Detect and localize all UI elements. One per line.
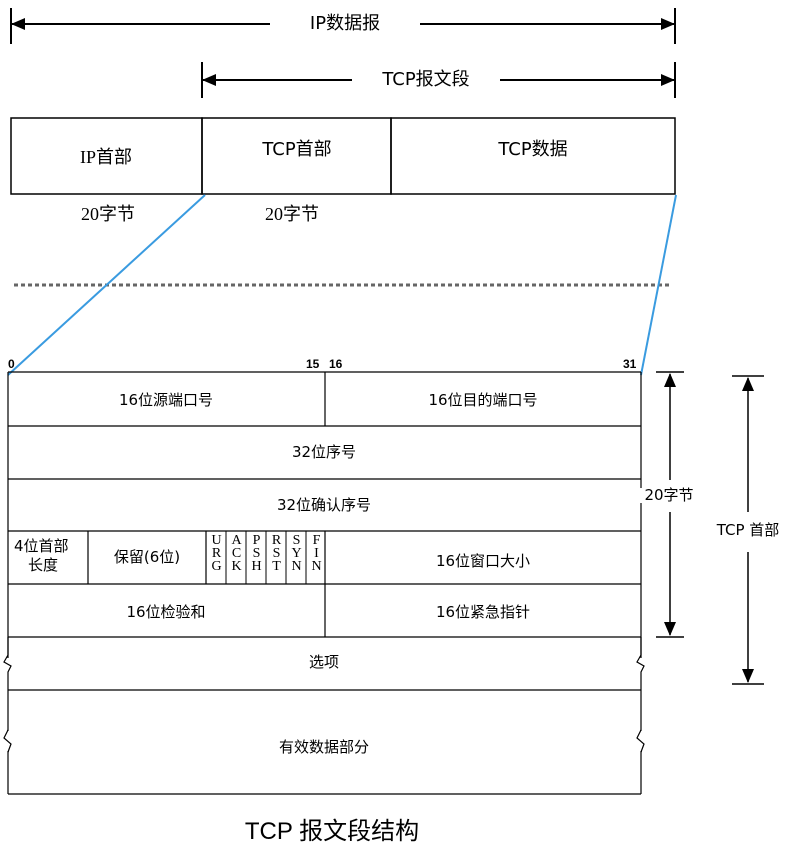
tcp-header-label: TCP首部 (262, 139, 332, 160)
header-length-line2: 长度 (28, 556, 59, 574)
ip-header-label: IP首部 (79, 147, 133, 167)
options-left-break (3, 637, 12, 794)
options-right-break (636, 637, 645, 794)
src-port-field: 16位源端口号 (118, 391, 214, 409)
urgent-pointer-field: 16位紧急指针 (435, 603, 531, 621)
bit-15-label: 15 (306, 357, 320, 371)
dst-port-field: 16位目的端口号 (428, 391, 538, 409)
ack-number-field: 32位确认序号 (276, 496, 372, 514)
bit-16-label: 16 (329, 357, 343, 371)
sequence-number-field: 32位序号 (291, 443, 357, 461)
zoom-line-right (640, 194, 677, 376)
tcp-header-size: 20字节 (265, 204, 319, 224)
zoom-line-left (7, 194, 206, 376)
options-field: 选项 (308, 653, 340, 671)
tcp-segment-label: TCP报文段 (382, 69, 470, 90)
tcp-data-label: TCP数据 (498, 139, 568, 160)
tcp-header-span-label: TCP 首部 (710, 523, 786, 538)
window-size-field: 16位窗口大小 (435, 552, 531, 570)
payload-field: 有效数据部分 (278, 738, 370, 756)
diagram-caption: TCP 报文段结构 (244, 818, 420, 845)
bit-31-label: 31 (623, 357, 637, 371)
ip-datagram-label: IP数据报 (309, 13, 381, 34)
checksum-field: 16位检验和 (126, 603, 206, 621)
header-length-line1: 4位首部 (14, 537, 69, 555)
bytes20-label: 20字节 (638, 488, 700, 503)
reserved-field: 保留(6位) (113, 548, 181, 566)
bit-0-label: 0 (8, 357, 15, 371)
ip-header-size: 20字节 (81, 204, 135, 224)
tcp-data-box (390, 117, 676, 195)
